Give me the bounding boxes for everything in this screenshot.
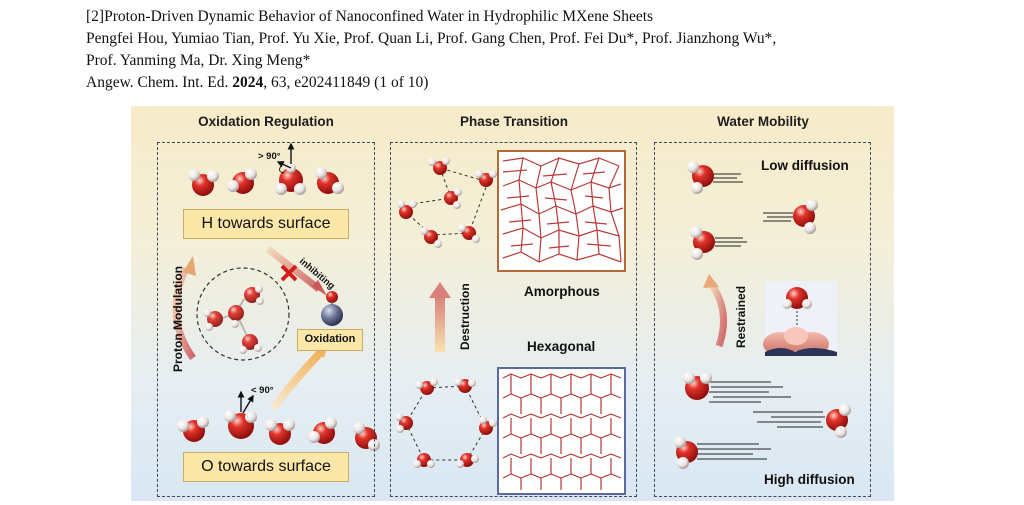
title-water-mobility: Water Mobility (717, 114, 809, 129)
panel-phase-transition (390, 142, 637, 497)
oxidation-metal-atom (321, 291, 343, 326)
panel-oxidation-graphics (172, 142, 380, 451)
figure-graphics (172, 142, 851, 495)
citation-block: [2]Proton-Driven Dynamic Behavior of Nan… (86, 6, 1006, 94)
water-row-bottom (177, 390, 380, 451)
hexagonal-network (502, 373, 622, 490)
low-diffusion-label: Low diffusion (761, 158, 849, 173)
restrained-molecule (763, 281, 837, 356)
amorphous-label: Amorphous (524, 284, 600, 299)
hexagonal-water-ring (395, 378, 497, 468)
proton-modulation-label: Proton Modulation (171, 266, 185, 372)
journal-year: 2024 (232, 74, 264, 91)
title-phase-transition: Phase Transition (459, 114, 569, 129)
panel-phase-graphics (395, 150, 626, 495)
h-towards-surface-box: H towards surface (183, 209, 349, 239)
high-diffusion-molecules (674, 372, 851, 469)
amorphous-water-ring (397, 157, 497, 248)
journal-reference: Angew. Chem. Int. Ed. 2024, 63, e2024118… (86, 74, 429, 91)
restrained-label: Restrained (734, 285, 748, 348)
graphical-abstract: Oxidation Regulation Phase Transition Wa… (131, 106, 894, 501)
hexagonal-label: Hexagonal (527, 339, 596, 354)
low-diffusion-molecules (687, 161, 818, 260)
inhibit-x-icon (280, 264, 298, 282)
title-oxidation-regulation: Oxidation Regulation (198, 114, 334, 129)
amorphous-network (500, 157, 624, 263)
high-diffusion-label: High diffusion (764, 472, 855, 487)
authors-line-1: Pengfei Hou, Yumiao Tian, Prof. Yu Xie, … (86, 30, 777, 47)
panel-oxidation-regulation (157, 142, 375, 497)
paper-title: [2]Proton-Driven Dynamic Behavior of Nan… (86, 8, 654, 25)
panel-water-mobility (654, 142, 871, 497)
oxidation-box: Oxidation (297, 329, 363, 351)
panel-mobility-graphics (674, 161, 851, 469)
o-towards-surface-box: O towards surface (183, 452, 349, 482)
authors-line-2: Prof. Yanming Ma, Dr. Xing Meng* (86, 52, 311, 69)
water-row-top (188, 142, 344, 196)
angle-label-bottom: < 90° (251, 385, 274, 396)
angle-label-top: > 90° (258, 151, 281, 162)
proton-cluster (203, 285, 264, 354)
destruction-label: Destruction (458, 283, 472, 350)
